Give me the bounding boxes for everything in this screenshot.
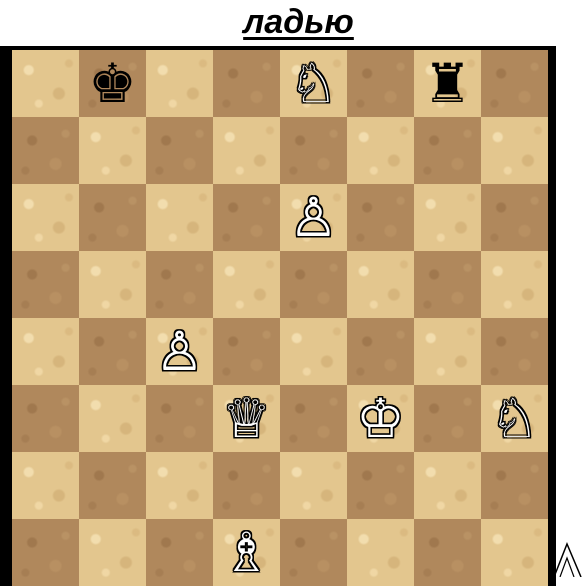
square-c5[interactable] <box>146 251 213 318</box>
square-b4[interactable] <box>79 318 146 385</box>
square-h3[interactable]: ♘ <box>481 385 548 452</box>
square-c3[interactable] <box>146 385 213 452</box>
square-g3[interactable] <box>414 385 481 452</box>
puzzle-title: ладью <box>0 0 583 46</box>
square-a6[interactable] <box>12 184 79 251</box>
black-rook-icon[interactable]: ♜ <box>423 57 471 111</box>
white-knight-icon[interactable]: ♘ <box>490 392 538 446</box>
white-pawn-icon[interactable]: ♙ <box>289 191 337 245</box>
square-b5[interactable] <box>79 251 146 318</box>
square-a7[interactable] <box>12 117 79 184</box>
square-g2[interactable] <box>414 452 481 519</box>
square-g5[interactable] <box>414 251 481 318</box>
square-b1[interactable] <box>79 519 146 586</box>
square-a3[interactable] <box>12 385 79 452</box>
square-g4[interactable] <box>414 318 481 385</box>
square-g7[interactable] <box>414 117 481 184</box>
chess-board[interactable]: ♚ ♘ ♜ ♙ ♙ ♕ ♔ ♘ ♗ <box>12 50 548 586</box>
white-pawn-icon[interactable]: ♙ <box>155 325 203 379</box>
square-e4[interactable] <box>280 318 347 385</box>
square-b2[interactable] <box>79 452 146 519</box>
square-d4[interactable] <box>213 318 280 385</box>
square-g8[interactable]: ♜ <box>414 50 481 117</box>
square-h6[interactable] <box>481 184 548 251</box>
square-h5[interactable] <box>481 251 548 318</box>
square-d8[interactable] <box>213 50 280 117</box>
square-h8[interactable] <box>481 50 548 117</box>
white-queen-icon[interactable]: ♕ <box>222 392 270 446</box>
triangle-outline-icon <box>552 538 583 577</box>
square-a2[interactable] <box>12 452 79 519</box>
puzzle-title-text: ладью <box>243 0 354 44</box>
square-c2[interactable] <box>146 452 213 519</box>
square-g6[interactable] <box>414 184 481 251</box>
square-c8[interactable] <box>146 50 213 117</box>
square-g1[interactable] <box>414 519 481 586</box>
black-king-icon[interactable]: ♚ <box>88 57 136 111</box>
square-d1[interactable]: ♗ <box>213 519 280 586</box>
square-f4[interactable] <box>347 318 414 385</box>
square-d3[interactable]: ♕ <box>213 385 280 452</box>
square-a5[interactable] <box>12 251 79 318</box>
white-king-icon[interactable]: ♔ <box>356 392 404 446</box>
square-f2[interactable] <box>347 452 414 519</box>
square-d7[interactable] <box>213 117 280 184</box>
square-f5[interactable] <box>347 251 414 318</box>
square-e6[interactable]: ♙ <box>280 184 347 251</box>
square-h1[interactable] <box>481 519 548 586</box>
square-f8[interactable] <box>347 50 414 117</box>
square-d2[interactable] <box>213 452 280 519</box>
square-h7[interactable] <box>481 117 548 184</box>
white-knight-icon[interactable]: ♘ <box>289 57 337 111</box>
square-f6[interactable] <box>347 184 414 251</box>
square-b6[interactable] <box>79 184 146 251</box>
square-a1[interactable] <box>12 519 79 586</box>
square-f1[interactable] <box>347 519 414 586</box>
square-e7[interactable] <box>280 117 347 184</box>
square-e3[interactable] <box>280 385 347 452</box>
square-d6[interactable] <box>213 184 280 251</box>
square-f7[interactable] <box>347 117 414 184</box>
square-h2[interactable] <box>481 452 548 519</box>
square-e1[interactable] <box>280 519 347 586</box>
square-b3[interactable] <box>79 385 146 452</box>
square-d5[interactable] <box>213 251 280 318</box>
square-e8[interactable]: ♘ <box>280 50 347 117</box>
square-b8[interactable]: ♚ <box>79 50 146 117</box>
square-c1[interactable] <box>146 519 213 586</box>
white-bishop-icon[interactable]: ♗ <box>222 526 270 580</box>
square-a8[interactable] <box>12 50 79 117</box>
square-h4[interactable] <box>481 318 548 385</box>
square-b7[interactable] <box>79 117 146 184</box>
square-c4[interactable]: ♙ <box>146 318 213 385</box>
square-e5[interactable] <box>280 251 347 318</box>
board-frame: ♚ ♘ ♜ ♙ ♙ ♕ ♔ ♘ ♗ <box>0 46 556 586</box>
square-c6[interactable] <box>146 184 213 251</box>
square-c7[interactable] <box>146 117 213 184</box>
square-f3[interactable]: ♔ <box>347 385 414 452</box>
square-e2[interactable] <box>280 452 347 519</box>
square-a4[interactable] <box>12 318 79 385</box>
